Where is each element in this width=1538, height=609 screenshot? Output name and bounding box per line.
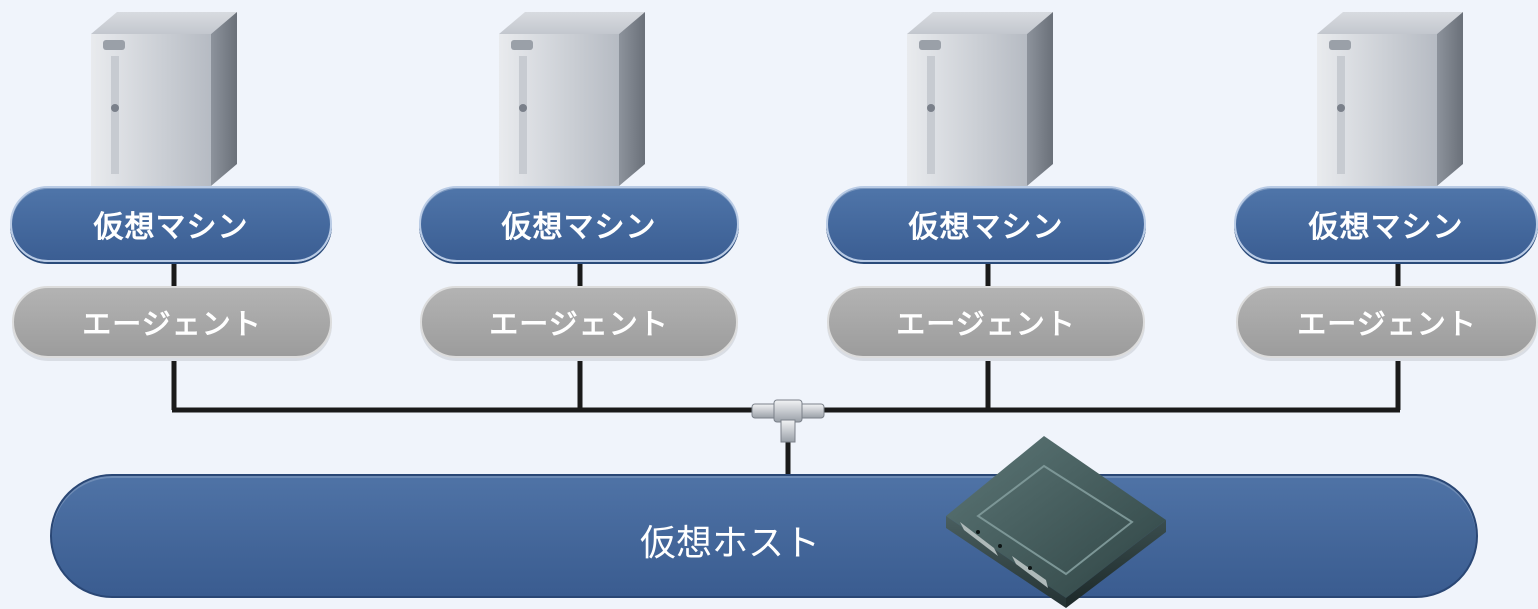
tee-connector-icon <box>751 399 825 443</box>
agent-node-1[interactable]: エージェント <box>12 286 332 358</box>
agent-node-3[interactable]: エージェント <box>827 286 1145 358</box>
vm-label: 仮想マシン <box>1308 210 1464 245</box>
agent-label: エージェント <box>896 307 1076 341</box>
agent-label: エージェント <box>1297 307 1477 341</box>
vm-node-1[interactable]: 仮想マシン <box>10 186 332 262</box>
server-icon <box>499 12 645 186</box>
server-icon <box>1317 12 1463 186</box>
server-icon <box>91 12 237 186</box>
virtual-host-bar[interactable] <box>50 474 1478 598</box>
virtual-host-label: 仮想ホスト <box>639 523 820 564</box>
vm-label: 仮想マシン <box>93 210 249 245</box>
server-icon <box>907 12 1053 186</box>
vm-node-2[interactable]: 仮想マシン <box>419 186 739 262</box>
network-switch-icon <box>946 436 1166 608</box>
agent-node-2[interactable]: エージェント <box>420 286 738 358</box>
vm-node-4[interactable]: 仮想マシン <box>1234 186 1538 262</box>
agent-label: エージェント <box>82 307 262 341</box>
agent-node-4[interactable]: エージェント <box>1236 286 1538 358</box>
vm-node-3[interactable]: 仮想マシン <box>826 186 1146 262</box>
vm-label: 仮想マシン <box>501 210 657 245</box>
vm-label: 仮想マシン <box>908 210 1064 245</box>
agent-label: エージェント <box>489 307 669 341</box>
